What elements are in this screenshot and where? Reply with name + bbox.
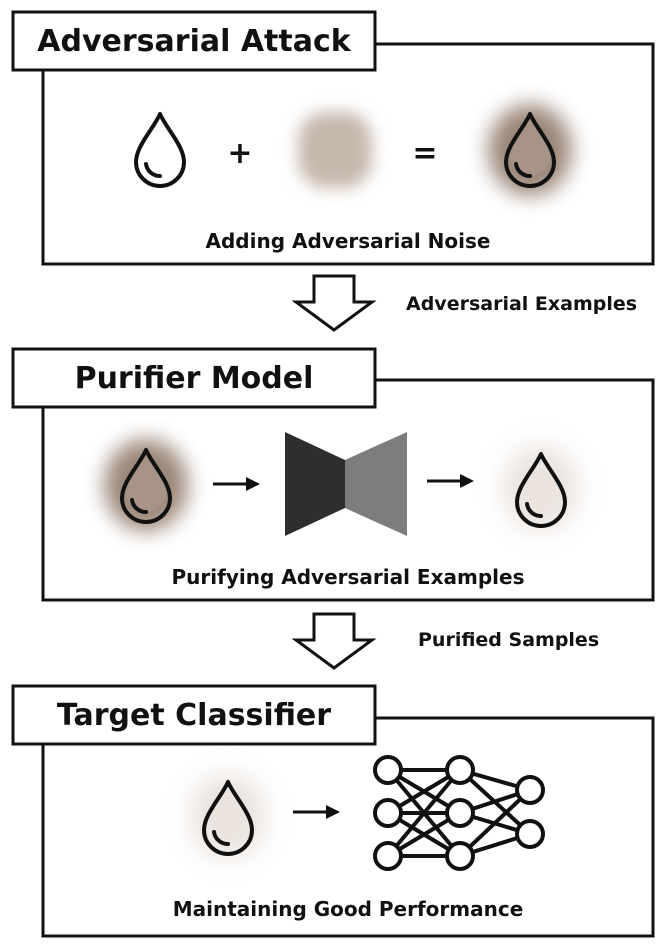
section-title-box [11, 347, 377, 409]
flow-purified-samples: Purified Samples [291, 612, 599, 670]
purified-drop-icon [190, 774, 266, 858]
plus-operator: + [227, 136, 252, 171]
section-purifier-model: Purifier Model Purifying Adversarial Exa… [11, 347, 655, 602]
autoencoder-icon [285, 432, 407, 536]
section-caption: Adding Adversarial Noise [206, 229, 491, 253]
section-caption: Maintaining Good Performance [173, 897, 524, 921]
flow-label: Purified Samples [418, 629, 599, 651]
decoder-block [345, 432, 407, 536]
section-title: Adversarial Attack [37, 24, 351, 59]
arrow-right-icon [213, 477, 260, 491]
section-adversarial-attack: Adversarial Attack + = Adding Adversaria… [11, 10, 655, 266]
section-caption: Purifying Adversarial Examples [172, 565, 525, 589]
section-target-classifier: Target Classifier [11, 684, 655, 938]
adversarial-drop-icon [104, 439, 188, 531]
arrow-right-icon [293, 805, 340, 819]
flow-label: Adversarial Examples [406, 293, 637, 315]
section-frame [41, 716, 655, 938]
section-title: Purifier Model [75, 361, 314, 396]
equals-operator: = [412, 136, 437, 171]
encoder-block [285, 432, 345, 536]
noise-blob-icon [298, 112, 372, 188]
flow-adversarial-examples: Adversarial Examples [291, 274, 637, 332]
section-title-box [11, 10, 377, 72]
section-title-box [11, 684, 377, 746]
hollow-down-arrow-icon [291, 274, 377, 332]
section-title: Target Classifier [57, 698, 331, 733]
arrow-right-icon [427, 474, 474, 488]
purified-drop-icon [503, 446, 579, 530]
neural-network-icon [373, 755, 545, 871]
hollow-down-arrow-icon [291, 612, 377, 670]
adversarial-drop-icon [488, 104, 572, 196]
